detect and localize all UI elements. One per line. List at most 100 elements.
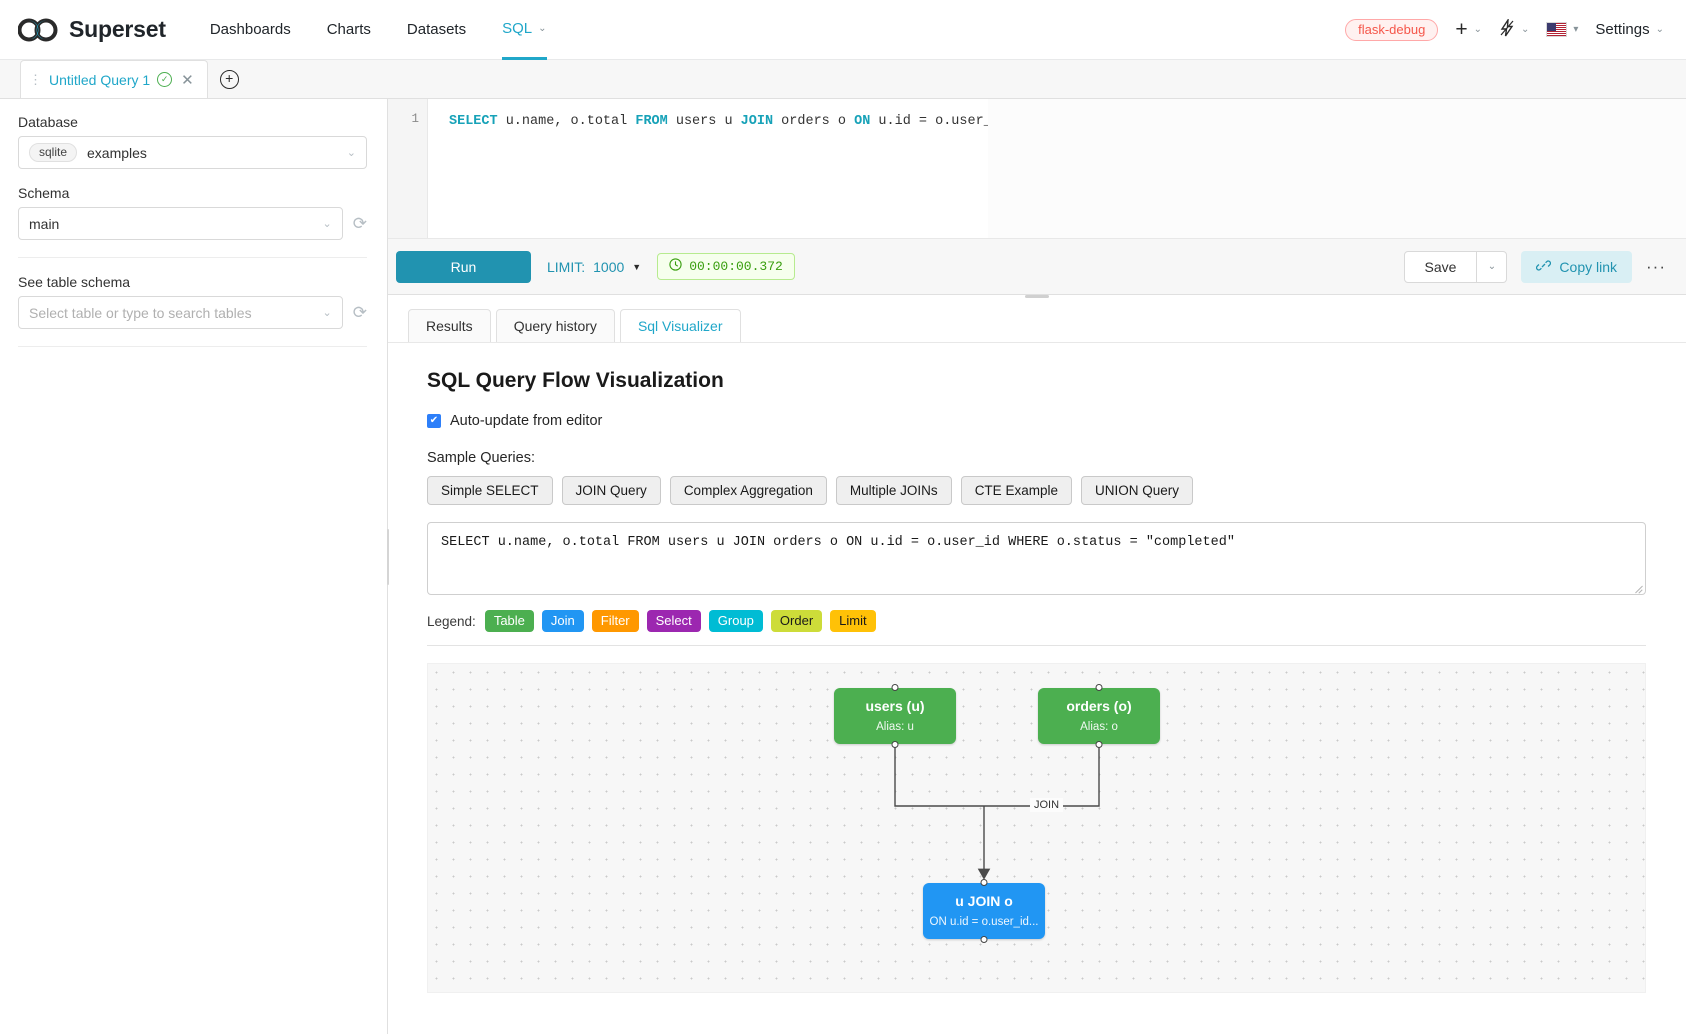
- save-button[interactable]: Save: [1403, 250, 1478, 283]
- schema-label: Schema: [18, 185, 70, 201]
- sample-query-buttons: Simple SELECT JOIN Query Complex Aggrega…: [427, 476, 1666, 505]
- nav-datasets[interactable]: Datasets: [407, 0, 466, 60]
- sample-simple-select-button[interactable]: Simple SELECT: [427, 476, 553, 505]
- tab-results-label: Results: [426, 318, 473, 334]
- us-flag-icon: [1546, 22, 1568, 37]
- tab-results[interactable]: Results: [408, 309, 491, 343]
- chevron-down-icon: ⌄: [1520, 24, 1530, 35]
- sql-visualizer-panel: SQL Query Flow Visualization ✔ Auto-upda…: [388, 342, 1686, 1034]
- new-query-tab-button[interactable]: +: [207, 60, 251, 98]
- chevron-down-icon: ⌄: [1655, 24, 1664, 35]
- query-timer-value: 00:00:00.372: [689, 259, 783, 274]
- limit-dropdown[interactable]: LIMIT: 1000 ▼: [547, 259, 641, 275]
- caret-down-icon: ▼: [632, 261, 642, 272]
- flow-node-orders[interactable]: orders (o)Alias: o: [1038, 684, 1160, 748]
- left-query-panel: Database sqlite examples ⌄ Schema main ⌄…: [0, 99, 391, 1034]
- schema-select[interactable]: main ⌄: [18, 207, 343, 240]
- main-nav: Dashboards Charts Datasets SQL ⌄: [210, 0, 547, 60]
- close-icon[interactable]: ✕: [181, 71, 194, 89]
- superset-logo-icon: [17, 17, 60, 43]
- table-select[interactable]: Select table or type to search tables ⌄: [18, 296, 343, 329]
- schema-field-group: Schema main ⌄ ⟳: [18, 185, 367, 240]
- chevron-down-icon: ⌄: [1487, 261, 1497, 272]
- settings-menu-button[interactable]: Settings ⌄: [1595, 21, 1664, 38]
- new-menu-button[interactable]: + ⌄: [1455, 19, 1482, 40]
- flow-node-port-bottom[interactable]: [1095, 741, 1103, 748]
- query-timer-chip: 00:00:00.372: [657, 253, 795, 280]
- sample-join-query-button[interactable]: JOIN Query: [561, 476, 661, 505]
- save-dropdown-button[interactable]: ⌄: [1477, 250, 1508, 283]
- editor-resize-handle[interactable]: [1025, 295, 1049, 298]
- nav-dashboards[interactable]: Dashboards: [210, 0, 291, 60]
- plus-circle-icon: +: [219, 69, 239, 89]
- sample-cte-example-button[interactable]: CTE Example: [960, 476, 1072, 505]
- sample-multiple-joins-button[interactable]: Multiple JOINs: [835, 476, 952, 505]
- auto-update-checkbox[interactable]: ✔: [427, 414, 441, 428]
- nav-datasets-label: Datasets: [406, 21, 467, 38]
- limit-label: LIMIT:: [547, 258, 586, 275]
- caret-down-icon: ▾: [1573, 24, 1579, 35]
- superset-brand[interactable]: Superset: [17, 16, 166, 43]
- status-check-icon: ✓: [157, 72, 173, 87]
- schema-value: main: [29, 215, 60, 232]
- flow-node-subtitle: ON u.id = o.user_id...: [929, 915, 1039, 928]
- legend-chip-select: Select: [646, 610, 701, 632]
- table-placeholder: Select table or type to search tables: [29, 304, 252, 321]
- legend-chip-limit: Limit: [830, 610, 876, 632]
- sql-input-textarea[interactable]: [427, 522, 1646, 595]
- legend-chip-table: Table: [484, 610, 534, 632]
- sample-complex-aggregation-button[interactable]: Complex Aggregation: [669, 476, 827, 505]
- flask-debug-badge: flask-debug: [1345, 18, 1439, 41]
- flow-node-port-top[interactable]: [980, 879, 988, 886]
- editor-line-1: SELECT u.name, o.total FROM users u JOIN…: [449, 112, 1244, 129]
- flow-node-users[interactable]: users (u)Alias: u: [834, 684, 956, 748]
- nav-sql-label: SQL: [502, 19, 533, 37]
- database-value: examples: [87, 144, 147, 161]
- run-button[interactable]: Run: [396, 250, 531, 283]
- legend-chip-order: Order: [770, 610, 823, 632]
- navbar-right: flask-debug + ⌄ ⌄ ▾ Settings ⌄: [1345, 17, 1664, 41]
- chevron-down-icon: ⌄: [538, 22, 547, 34]
- chevron-down-icon: ⌄: [322, 218, 332, 230]
- nav-sql[interactable]: SQL ⌄: [502, 0, 547, 60]
- result-tabs: Results Query history Sql Visualizer: [388, 295, 1686, 343]
- auto-update-label: Auto-update from editor: [450, 413, 603, 429]
- flow-node-port-top[interactable]: [891, 684, 899, 691]
- clock-icon: [669, 258, 682, 275]
- database-label: Database: [18, 114, 78, 130]
- flow-node-port-bottom[interactable]: [891, 741, 899, 748]
- copy-link-button[interactable]: Copy link: [1521, 250, 1633, 283]
- page-title: SQL Query Flow Visualization: [427, 369, 724, 392]
- sql-editor[interactable]: 1 SELECT u.name, o.total FROM users u JO…: [388, 99, 1686, 239]
- database-engine-chip: sqlite: [29, 143, 78, 162]
- panel-divider-bottom: [18, 346, 367, 347]
- tab-query-history-label: Query history: [513, 318, 597, 334]
- drag-handle-icon[interactable]: ⋮: [29, 72, 42, 87]
- refresh-schema-icon[interactable]: ⟳: [352, 214, 367, 233]
- right-editor-panel: 1 SELECT u.name, o.total FROM users u JO…: [388, 99, 1686, 1034]
- bolt-menu-button[interactable]: ⌄: [1499, 17, 1530, 40]
- more-options-icon[interactable]: ···: [1646, 256, 1666, 276]
- flow-node-title: orders (o): [1066, 698, 1132, 715]
- panel-splitter-handle[interactable]: [384, 529, 391, 585]
- limit-value: 1000: [593, 258, 625, 275]
- flow-node-port-top[interactable]: [1095, 684, 1103, 691]
- query-tab-untitled-query-1[interactable]: ⋮ Untitled Query 1 ✓ ✕: [20, 60, 208, 98]
- legend: Legend: Table Join Filter Select Group O…: [427, 610, 1646, 646]
- flow-edge-label-join: JOIN: [1030, 798, 1064, 812]
- tab-sql-visualizer[interactable]: Sql Visualizer: [619, 309, 741, 343]
- flow-edges: [894, 744, 1100, 880]
- query-flow-canvas[interactable]: users (u)Alias: u orders (o)Alias: o u JOI…: [427, 663, 1646, 993]
- flow-node-port-bottom[interactable]: [980, 936, 988, 943]
- sample-union-query-button[interactable]: UNION Query: [1080, 476, 1193, 505]
- auto-update-row: ✔ Auto-update from editor: [427, 413, 1666, 429]
- editor-code-area[interactable]: SELECT u.name, o.total FROM users u JOIN…: [428, 99, 1686, 238]
- tab-query-history[interactable]: Query history: [495, 309, 615, 343]
- refresh-tables-icon[interactable]: ⟳: [352, 303, 367, 322]
- flow-node-subtitle: Alias: u: [876, 720, 914, 733]
- nav-charts[interactable]: Charts: [327, 0, 371, 60]
- database-select[interactable]: sqlite examples ⌄: [18, 136, 367, 169]
- language-menu-button[interactable]: ▾: [1546, 22, 1578, 37]
- settings-label: Settings: [1595, 21, 1650, 38]
